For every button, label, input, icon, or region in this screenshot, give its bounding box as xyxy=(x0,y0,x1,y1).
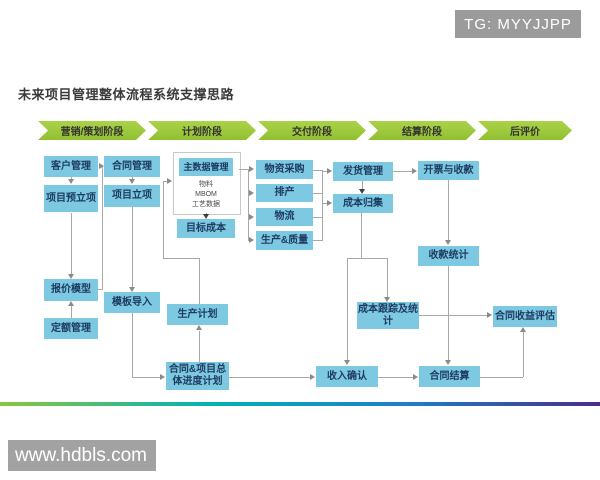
node-project-initiation: 项目立项 xyxy=(104,185,160,207)
connector-line xyxy=(448,180,449,240)
node-revenue-confirmation: 收入确认 xyxy=(316,366,378,387)
arrow-up-icon xyxy=(68,301,74,306)
connector-line xyxy=(132,313,133,377)
arrow-right-icon xyxy=(249,166,254,172)
connector-line xyxy=(347,258,387,259)
arrow-right-icon xyxy=(249,190,254,196)
connector-line xyxy=(229,377,310,378)
connector-line xyxy=(98,289,103,290)
node-contract-settlement: 合同结算 xyxy=(419,366,480,387)
arrow-right-icon xyxy=(99,163,104,169)
connector-line xyxy=(132,377,161,378)
arrow-right-icon xyxy=(412,168,417,174)
node-customer-management: 客户管理 xyxy=(44,156,98,177)
arrow-down-icon xyxy=(129,179,135,184)
phase-marketing-planning: 营销/策划阶段 xyxy=(38,121,146,140)
node-project-pre-initiation: 项目预立项 xyxy=(44,185,98,212)
connector-line xyxy=(199,331,200,362)
node-production-scheduling: 排产 xyxy=(256,184,313,202)
connector-line xyxy=(322,203,327,204)
site-watermark: www.hdbls.com xyxy=(8,440,156,471)
connector-line xyxy=(313,170,323,171)
arrow-right-icon xyxy=(249,214,254,220)
connector-line xyxy=(362,181,363,189)
arrow-up-icon xyxy=(196,325,202,330)
arrow-right-icon xyxy=(487,312,492,318)
phase-post-evaluation: 后评价 xyxy=(478,121,572,140)
node-overall-schedule-plan: 合同&项目总体进度计划 xyxy=(166,362,229,390)
node-cost-tracking-stats: 成本跟踪及统计 xyxy=(357,302,419,329)
arrow-down-icon xyxy=(445,360,451,365)
phase-settlement: 结算阶段 xyxy=(368,121,476,140)
connector-line xyxy=(71,213,72,274)
connector-line xyxy=(102,166,103,289)
connector-line xyxy=(448,266,449,360)
node-quote-model: 报价模型 xyxy=(44,279,98,301)
connector-line xyxy=(523,332,524,377)
connector-line xyxy=(361,213,362,258)
arrow-down-icon xyxy=(445,240,451,245)
node-collection-statistics: 收款统计 xyxy=(418,246,479,266)
connector-line xyxy=(387,258,388,297)
connector-line xyxy=(239,169,248,170)
arrow-down-icon xyxy=(68,274,74,279)
tg-watermark-badge: TG: MYYJJPP xyxy=(455,10,581,38)
node-cost-collection: 成本归集 xyxy=(333,194,393,213)
connector-line xyxy=(480,377,523,378)
connector-line xyxy=(313,217,323,218)
node-contract-benefit-evaluation: 合同收益评估 xyxy=(493,306,557,327)
node-target-cost: 目标成本 xyxy=(177,219,235,238)
arrow-right-icon xyxy=(327,200,332,206)
connector-line xyxy=(71,306,72,318)
master-data-detail-note: 物料 MBOM 工艺数据 xyxy=(192,181,220,208)
arrow-down-icon xyxy=(68,179,74,184)
node-material-procurement: 物资采购 xyxy=(256,160,313,179)
arrow-right-icon xyxy=(160,374,165,380)
footer-gradient-divider xyxy=(0,402,600,406)
connector-line xyxy=(313,193,323,194)
arrow-right-icon xyxy=(413,374,418,380)
node-template-import: 模板导入 xyxy=(104,292,160,313)
connector-line xyxy=(419,315,487,316)
connector-line xyxy=(378,377,413,378)
connector-line xyxy=(347,258,348,360)
connector-line xyxy=(322,170,323,241)
connector-line xyxy=(248,169,249,241)
node-invoicing-collection: 开票与收款 xyxy=(418,161,479,180)
node-production-quality: 生产&质量 xyxy=(256,231,313,250)
node-quota-management: 定额管理 xyxy=(44,318,98,339)
phase-delivery: 交付阶段 xyxy=(258,121,366,140)
arrow-down-icon xyxy=(344,360,350,365)
arrow-down-icon xyxy=(203,214,209,219)
connector-line xyxy=(393,171,412,172)
connector-line xyxy=(163,258,200,259)
connector-line xyxy=(132,207,133,287)
arrow-right-icon xyxy=(310,374,315,380)
arrow-down-icon xyxy=(384,297,390,302)
node-contract-management: 合同管理 xyxy=(104,156,160,177)
page-title: 未来项目管理整体流程系统支撑思路 xyxy=(18,87,235,102)
connector-line xyxy=(163,181,164,258)
arrow-up-icon xyxy=(520,327,526,332)
arrow-right-icon xyxy=(249,237,254,243)
arrow-down-icon xyxy=(359,189,365,194)
arrow-right-icon xyxy=(167,178,172,184)
connector-line xyxy=(199,258,200,304)
connector-line xyxy=(163,181,168,182)
connector-line xyxy=(322,171,327,172)
node-shipping-management: 发货管理 xyxy=(333,162,393,181)
node-logistics: 物流 xyxy=(256,208,313,226)
node-production-plan: 生产计划 xyxy=(167,304,228,325)
arrow-right-icon xyxy=(327,168,332,174)
arrow-down-icon xyxy=(129,287,135,292)
node-master-data-management: 主数据管理 xyxy=(179,158,233,176)
phase-plan: 计划阶段 xyxy=(148,121,256,140)
connector-line xyxy=(313,240,323,241)
